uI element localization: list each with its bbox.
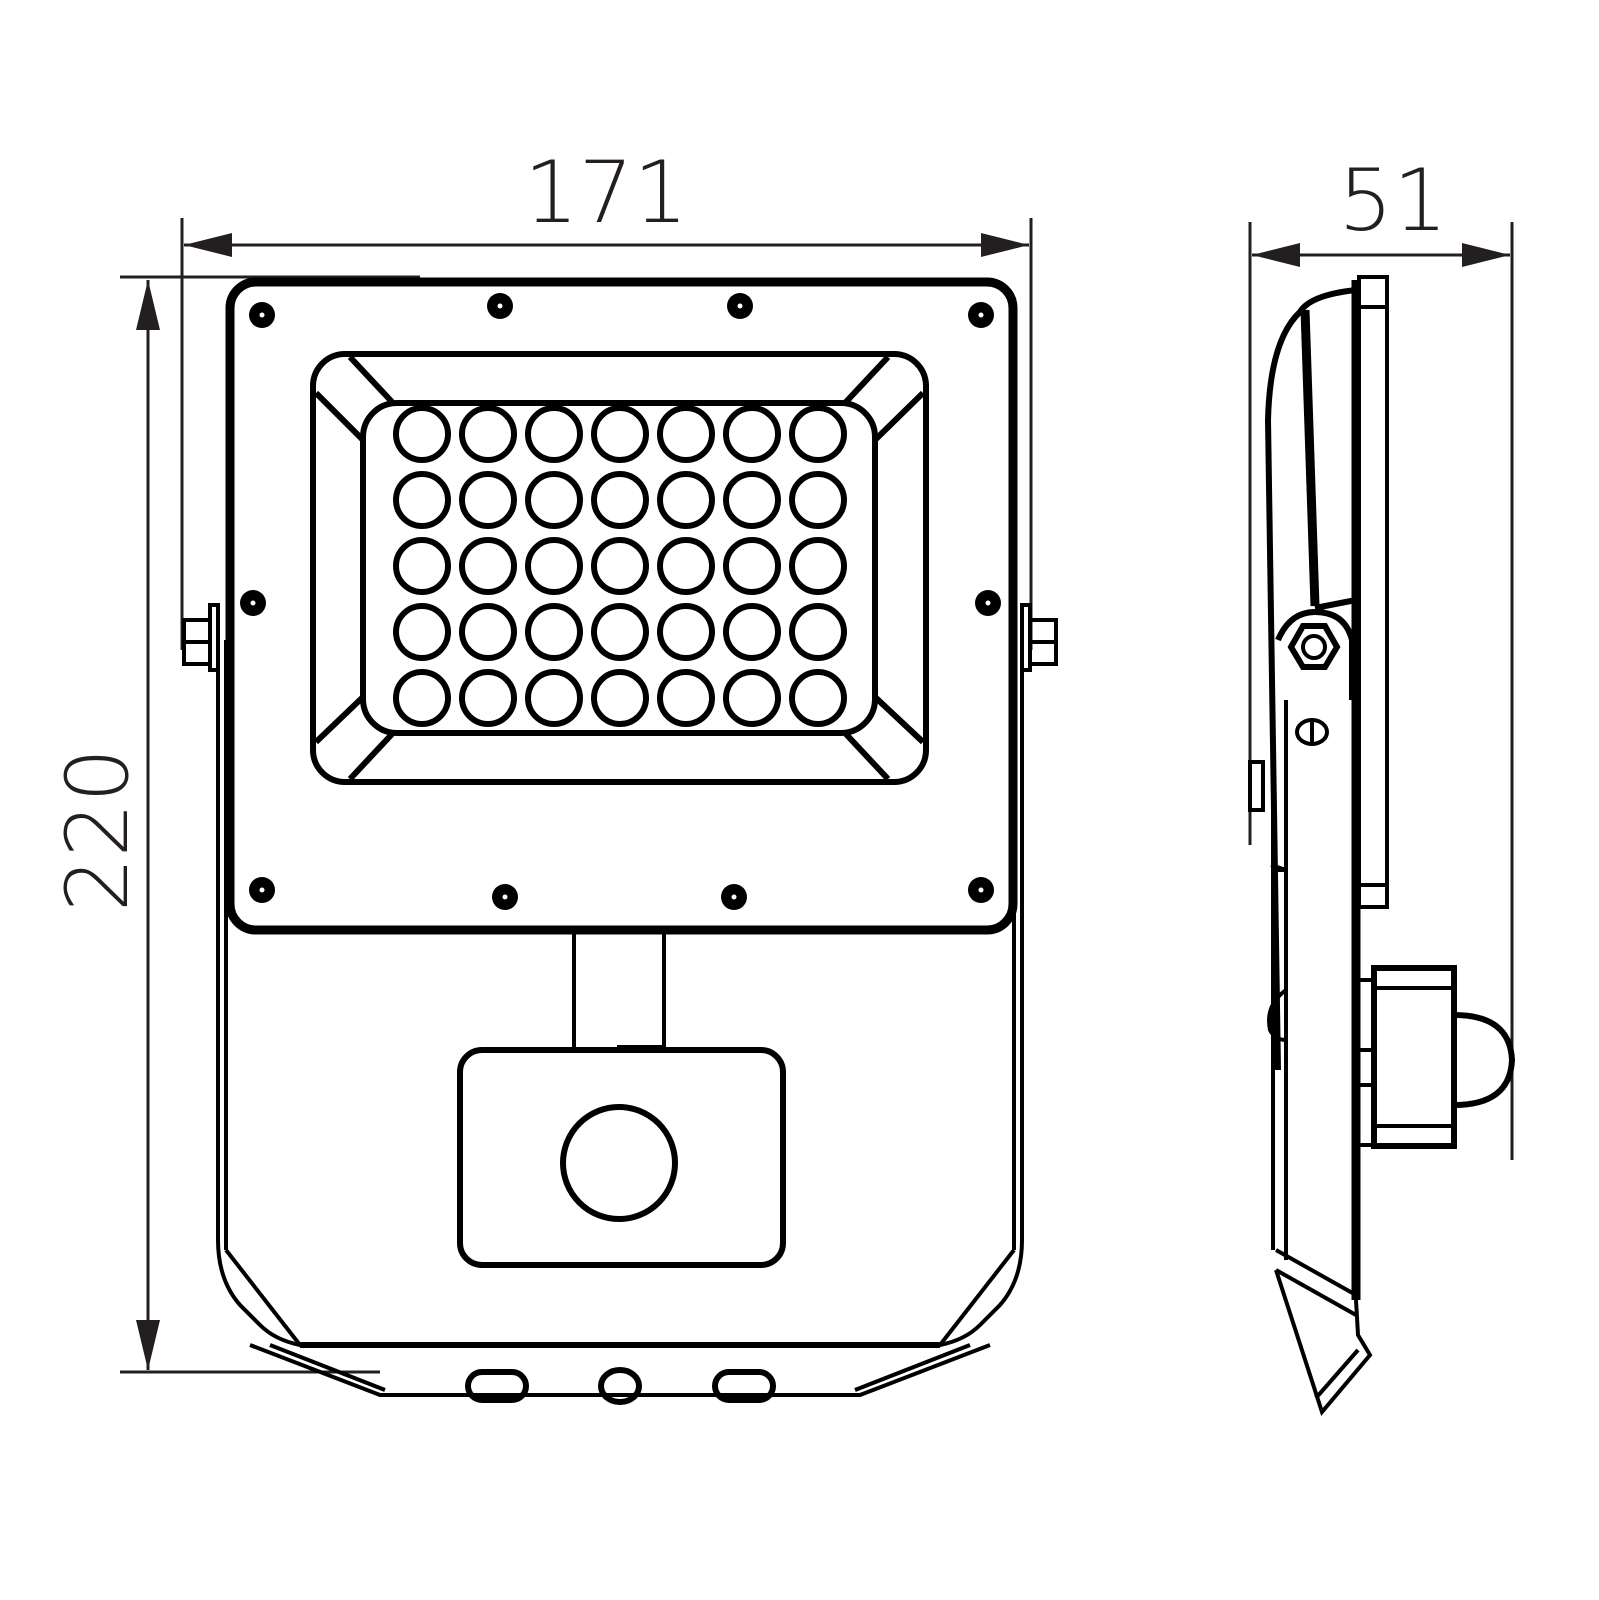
led-icon [525,471,583,529]
led-icon [657,471,715,529]
arrow-left-icon [184,233,232,257]
led-icon [525,603,583,661]
led-icon [525,405,583,463]
side-view [1248,275,1516,1417]
led-icon [591,537,649,595]
led-icon [525,537,583,595]
led-icon [723,471,781,529]
led-icon [459,603,517,661]
arrow-right-icon [981,233,1029,257]
led-icon [789,405,847,463]
vent-slot-left [465,1369,529,1403]
width-dimension: 171 [180,143,1033,650]
arrow-up-icon [136,280,160,330]
led-icon [657,537,715,595]
front-frame [225,277,1018,935]
led-icon [723,537,781,595]
vent-slot-right [712,1369,776,1403]
side-bracket [1275,608,1355,700]
led-icon [789,669,847,727]
side-sensor-housing [1371,965,1457,1149]
led-icon [393,537,451,595]
led-icon [591,405,649,463]
led-icon [723,405,781,463]
led-icon [459,537,517,595]
bracket-left [182,603,220,672]
screw-icon [249,877,275,903]
screw-icon [240,590,266,616]
screw-icon [968,302,994,328]
led-icon [657,603,715,661]
depth-label: 51 [1338,151,1447,251]
led-icon [393,669,451,727]
arrow-right-icon [1462,243,1510,267]
width-label: 171 [524,143,688,243]
side-foot [1274,1269,1373,1417]
front-view [182,277,1058,1405]
led-icon [393,603,451,661]
led-icon [393,405,451,463]
arrow-down-icon [136,1320,160,1370]
body-back-curve [1264,287,1357,1071]
led-panel-inner [360,400,878,736]
screw-icon [721,884,747,910]
screw-icon [492,884,518,910]
bracket-right [1020,603,1058,672]
height-dimension: 220 [48,275,420,1374]
height-label: 220 [48,748,148,912]
sensor-dome-icon [1453,1012,1516,1108]
led-icon [657,405,715,463]
arrow-left-icon [1252,243,1300,267]
led-icon [591,471,649,529]
sensor-housing [457,1047,786,1268]
led-icon [459,471,517,529]
led-icon [789,537,847,595]
depth-dimension: 51 [1248,151,1514,1160]
housing-outline [216,640,1024,1347]
led-icon [525,669,583,727]
led-icon [459,669,517,727]
led-icon [789,603,847,661]
screw-icon [975,590,1001,616]
vent-round [598,1367,642,1405]
hex-nut-icon [1287,623,1341,670]
led-bezel-outer [310,351,929,785]
led-icon [657,669,715,727]
led-icon [723,603,781,661]
led-icon [591,603,649,661]
led-grid [393,405,847,727]
led-icon [393,471,451,529]
frame-screws [240,293,1001,910]
pir-sensor-icon [560,1104,678,1222]
led-icon [459,405,517,463]
led-icon [591,669,649,727]
bottom-skirt [249,1343,991,1397]
screw-icon [968,877,994,903]
led-icon [789,471,847,529]
screw-icon [249,302,275,328]
front-glass [1357,275,1389,909]
screw-icon [727,293,753,319]
screw-icon [487,293,513,319]
led-icon [723,669,781,727]
